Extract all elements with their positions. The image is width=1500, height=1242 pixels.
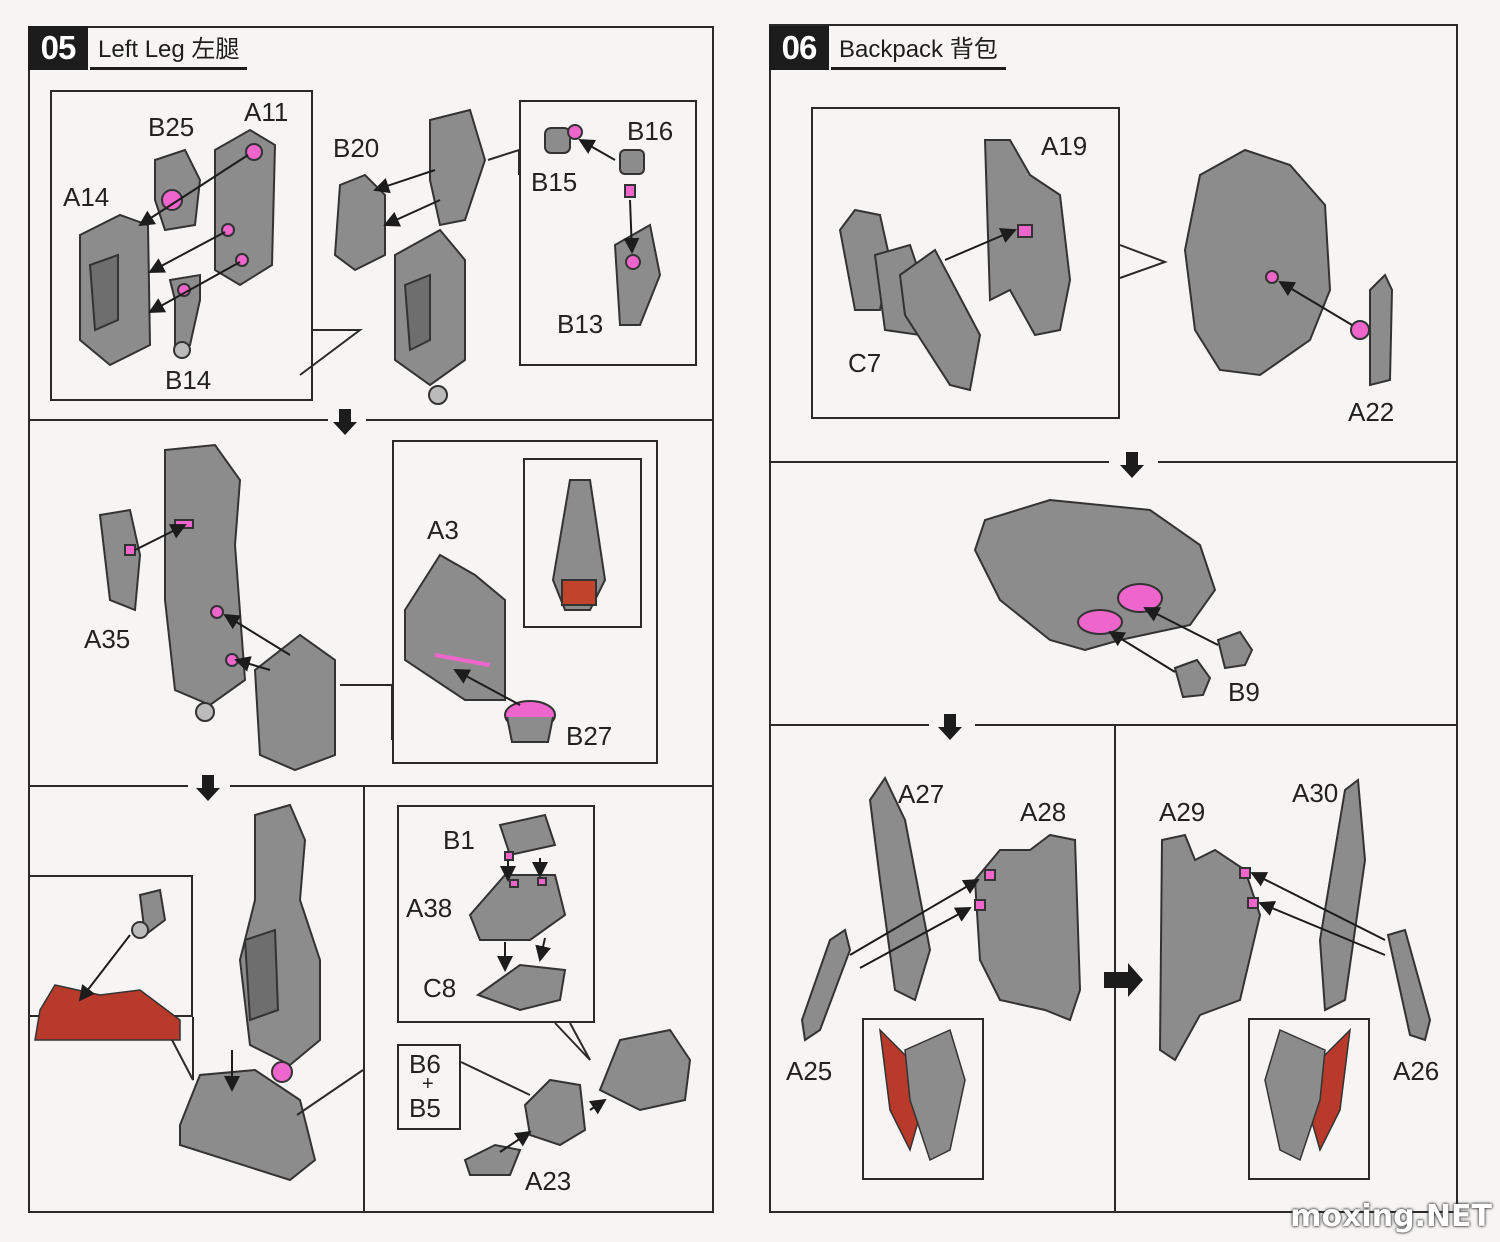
detail-box-right-wing-red xyxy=(1248,1018,1370,1180)
detail-box-a38 xyxy=(397,805,595,1023)
label-a22: A22 xyxy=(1348,397,1395,427)
detail-box-a19 xyxy=(811,107,1120,419)
part-left-wing-red xyxy=(878,1027,966,1162)
label-plus: + xyxy=(422,1073,434,1095)
divider-06-row1 xyxy=(769,461,1109,463)
panel-06-frame xyxy=(769,24,1458,1213)
part-b20 xyxy=(333,173,386,272)
part-b15 xyxy=(544,124,583,154)
part-a25 xyxy=(800,928,852,1042)
part-b16 xyxy=(619,149,645,198)
part-a19 xyxy=(983,139,1072,337)
divider-05-row2b xyxy=(230,785,714,787)
label-b20: B20 xyxy=(333,133,380,163)
label-a25: A25 xyxy=(786,1056,833,1086)
divider-05-row1 xyxy=(28,419,328,421)
label-a38: A38 xyxy=(406,893,453,923)
label-a27: A27 xyxy=(898,779,945,809)
part-b27 xyxy=(504,700,556,743)
divider-05-row1b xyxy=(366,419,714,421)
part-foot-assembled xyxy=(179,1068,317,1182)
label-b27: B27 xyxy=(566,721,613,751)
part-b1 xyxy=(498,813,557,861)
detail-box-b16 xyxy=(519,100,697,366)
label-a14: A14 xyxy=(63,182,110,212)
part-foot-front xyxy=(598,1028,692,1112)
label-a30: A30 xyxy=(1292,778,1339,808)
part-a26 xyxy=(1386,928,1432,1042)
detail-box-hip xyxy=(50,90,313,401)
part-backpack-assembled xyxy=(973,498,1217,652)
section-05-header: 05 Left Leg 左腿 xyxy=(28,26,248,70)
section-05-title: Left Leg 左腿 xyxy=(90,26,248,70)
part-a22 xyxy=(1350,273,1394,387)
label-b15: B15 xyxy=(531,167,578,197)
part-lower-leg xyxy=(164,443,247,722)
label-a23: A23 xyxy=(525,1166,572,1196)
part-a3 xyxy=(404,553,506,701)
part-a38 xyxy=(468,874,567,941)
label-a19: A19 xyxy=(1041,131,1088,161)
label-a28: A28 xyxy=(1020,797,1067,827)
divider-05-row2 xyxy=(28,785,188,787)
label-b13: B13 xyxy=(557,309,604,339)
part-a30 xyxy=(1318,778,1367,1012)
label-b16: B16 xyxy=(627,116,674,146)
part-backpack-body xyxy=(1183,148,1332,377)
label-a11: A11 xyxy=(244,97,289,127)
part-ankle-joint xyxy=(131,888,167,939)
part-c8 xyxy=(475,963,567,1012)
watermark: moxing.NET xyxy=(1290,1199,1492,1234)
label-b1: B1 xyxy=(443,825,475,855)
detail-box-a3 xyxy=(392,440,658,764)
label-c7: C7 xyxy=(848,348,882,378)
part-a23 xyxy=(463,1143,522,1176)
part-a3-inner-view xyxy=(551,479,607,611)
part-a14-thigh-armor xyxy=(79,213,152,367)
label-b25: B25 xyxy=(148,112,195,142)
label-a35: A35 xyxy=(84,624,131,654)
part-red-foot-frame xyxy=(34,984,181,1041)
panel-05-frame xyxy=(28,26,714,1213)
divider-06-row1b xyxy=(1158,461,1458,463)
section-06-number: 06 xyxy=(769,26,829,70)
section-06-title: Backpack 背包 xyxy=(831,26,1006,70)
divider-05-col xyxy=(363,785,365,1213)
part-a27 xyxy=(868,775,932,1002)
label-b6: B6 xyxy=(409,1049,441,1079)
label-b9: B9 xyxy=(1228,677,1260,707)
label-a3: A3 xyxy=(427,515,459,545)
part-a35 xyxy=(98,508,142,612)
section-05-number: 05 xyxy=(28,26,88,70)
part-b25 xyxy=(154,148,202,232)
divider-06-row2b xyxy=(975,724,1458,726)
part-right-wing-red xyxy=(1264,1027,1352,1162)
part-a29-assembly xyxy=(1158,833,1262,1062)
part-calf-armor xyxy=(253,633,336,772)
part-b13 xyxy=(613,223,662,326)
divider-06-row2 xyxy=(769,724,929,726)
part-c7-frame xyxy=(898,248,982,392)
part-a23-assembly xyxy=(523,1078,587,1147)
detail-box-b6b5 xyxy=(397,1044,461,1130)
part-b14 xyxy=(168,273,201,359)
label-b5: B5 xyxy=(409,1093,441,1123)
label-a26: A26 xyxy=(1393,1056,1440,1086)
detail-box-a3-inner xyxy=(523,458,642,628)
label-b14: B14 xyxy=(165,365,212,395)
label-c8: C8 xyxy=(423,973,457,1003)
part-upper-leg-assembled xyxy=(238,803,321,1083)
detail-box-left-wing-red xyxy=(862,1018,984,1180)
part-a11 xyxy=(214,128,277,287)
divider-06-col xyxy=(1114,724,1116,1213)
arrow-right-icon xyxy=(1104,963,1143,997)
part-a28-assembly xyxy=(973,833,1082,1022)
part-b9 xyxy=(1173,630,1254,699)
label-a29: A29 xyxy=(1159,797,1206,827)
section-06-header: 06 Backpack 背包 xyxy=(769,26,1006,70)
part-knee-assembly xyxy=(394,108,487,405)
